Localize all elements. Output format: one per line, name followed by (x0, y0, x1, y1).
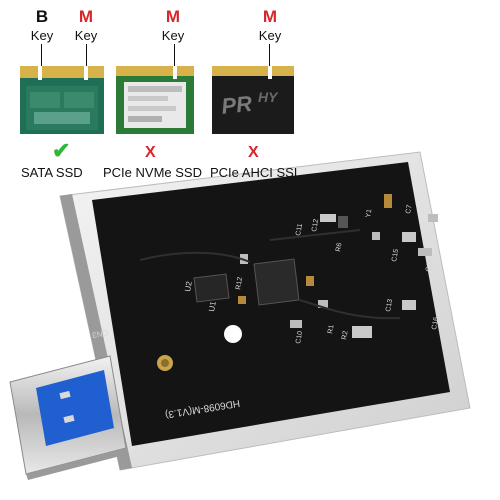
silk-c11: C11 (295, 223, 304, 236)
key-word-1: Key (30, 28, 54, 43)
silk-c15: C15 (391, 248, 400, 262)
key-pointer-4 (269, 44, 270, 66)
svg-text:HY: HY (258, 89, 279, 105)
silk-r1: R1 (327, 324, 335, 334)
cross-icon-ahci: X (248, 144, 259, 161)
silk-cn3: CN3 (91, 328, 109, 340)
key-word-4: Key (258, 28, 282, 43)
usb-connector (9, 355, 128, 480)
key-letter-3: M (165, 7, 181, 26)
key-pointer-1 (41, 44, 42, 66)
compat-nvme-label: PCIe NVMe SSD (103, 165, 202, 180)
silk-u1: U1 (207, 300, 218, 312)
ssd-m-key-ahci: PR HY (212, 66, 294, 134)
silk-u2: U2 (183, 280, 194, 292)
ssd-bm-key (20, 66, 104, 134)
check-icon: ✔ (52, 138, 71, 163)
silk-r6: R6 (335, 242, 343, 252)
key-word-2: Key (74, 28, 98, 43)
ssd-m-key-nvme (116, 66, 194, 134)
key-word-3: Key (161, 28, 185, 43)
silk-c12: C12 (311, 218, 320, 232)
silk-c13: C13 (385, 298, 394, 312)
silk-r12: R12 (235, 276, 244, 290)
silk-c16: C16 (431, 316, 440, 330)
key-pointer-2 (86, 44, 87, 66)
compat-ahci-label: PCIe AHCI SSI (210, 165, 298, 180)
silk-y1: Y1 (365, 209, 373, 219)
compat-sata-label: SATA SSD (21, 165, 83, 180)
silk-c14: C14 (425, 258, 434, 272)
adapter-board: HD6098-M(V1.3) CN3 U1 U2 C11 C12 R6 R12 … (91, 162, 450, 446)
cross-icon-nvme: X (145, 144, 156, 161)
silk-c10: C10 (295, 330, 304, 344)
key-pointer-3 (174, 44, 175, 66)
key-letter-1: B (35, 7, 49, 26)
key-letter-4: M (262, 7, 278, 26)
svg-text:PR: PR (220, 91, 253, 119)
key-letter-2: M (78, 7, 94, 26)
silk-c7: C7 (405, 204, 413, 214)
silk-r2: R2 (341, 330, 349, 340)
